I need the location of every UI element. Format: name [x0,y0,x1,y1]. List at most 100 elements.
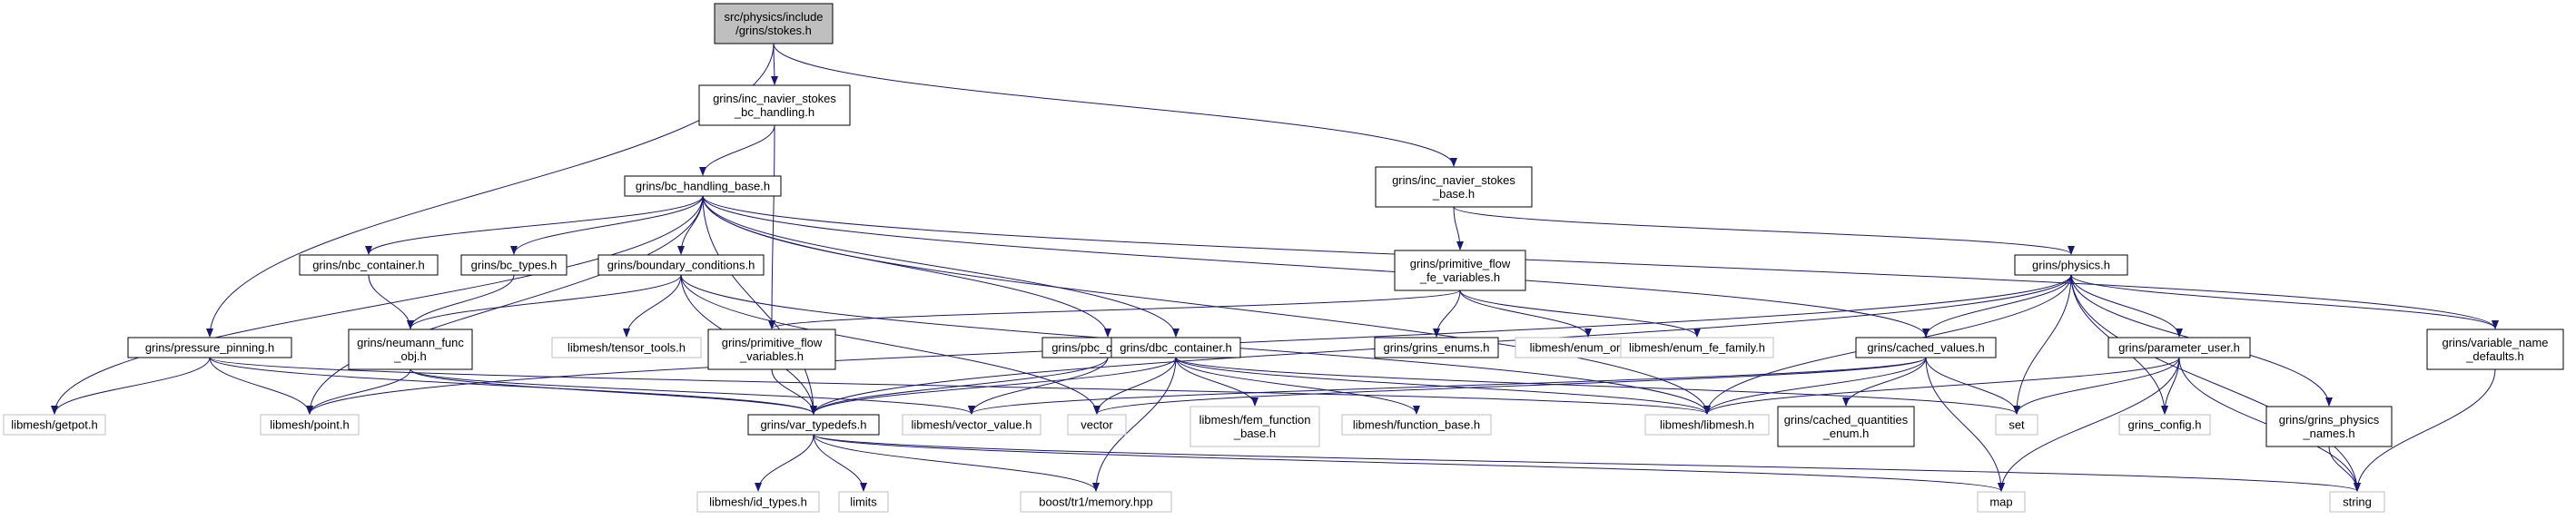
edge-neumann-to-point [306,368,411,415]
node-label: libmesh/libmesh.h [1660,418,1754,432]
node-string[interactable]: string [2329,491,2385,513]
node-pflow2[interactable]: grins/primitive_flow_variables.h [707,329,836,370]
edge-pbc-to-vartypedefs [810,357,1109,415]
node-pressure[interactable]: grins/pressure_pinning.h [127,337,292,358]
node-label: libmesh/tensor_tools.h [568,341,686,355]
node-box [2265,406,2393,447]
node-vector[interactable]: vector [1067,414,1127,436]
node-label: string [2343,495,2372,509]
node-box [1777,406,1915,447]
node-femfunc[interactable]: libmesh/fem_function_base.h [1189,406,1320,447]
node-varname[interactable]: grins/variable_name_defaults.h [2426,329,2564,370]
node-box [698,84,851,126]
node-label: vector [1081,418,1113,432]
edge-vartypedefs-to-memory [813,434,1100,492]
node-box [127,337,292,358]
node-box [1394,250,1526,291]
node-box [1995,414,2038,436]
edge-cached-to-libmesh [1703,357,1927,415]
edge-bctypes-to-neumann [407,274,515,329]
node-vartypedefs[interactable]: grins/var_typedefs.h [747,414,880,436]
node-limits[interactable]: limits [838,491,889,513]
node-libmesh[interactable]: libmesh/libmesh.h [1644,414,1770,436]
edge-pflow-to-enumfe [1459,289,1701,338]
node-boundary[interactable]: grins/boundary_conditions.h [597,254,765,276]
node-idtypes[interactable]: libmesh/id_types.h [696,491,820,513]
node-label: _defaults.h [2465,349,2524,363]
node-label: grins/var_typedefs.h [760,418,866,432]
node-point[interactable]: libmesh/point.h [260,414,360,436]
dependency-edges [51,43,2499,492]
node-param[interactable]: grins/parameter_user.h [2107,337,2251,358]
edge-physics-to-param [2070,274,2183,338]
edge-dbc-to-vartypedefs [810,357,1177,415]
node-vecval[interactable]: libmesh/vector_value.h [902,414,1041,436]
node-funcbase[interactable]: libmesh/function_base.h [1341,414,1492,436]
node-box [1020,491,1172,513]
node-physnames[interactable]: grins/grins_physics_names.h [2265,406,2393,447]
node-label: libmesh/fem_function [1199,413,1311,427]
edge-pressure-to-point [209,357,313,415]
node-map[interactable]: map [1977,491,2026,513]
node-dbc[interactable]: grins/dbc_container.h [1110,337,1241,358]
node-label: _names.h [2302,427,2354,440]
edge-neumann-to-vecval [410,368,975,415]
node-stokes[interactable]: src/physics/include/grins/stokes.h [714,3,834,44]
edge-bc_base-to-cached [702,195,1930,338]
node-getpot[interactable]: libmesh/getpot.h [3,414,106,436]
node-tensor[interactable]: libmesh/tensor_tools.h [551,337,702,358]
node-label: grins/primitive_flow [1410,257,1511,270]
node-label: libmesh/enum_fe_family.h [1629,341,1765,355]
node-box [260,414,360,436]
node-cachedq[interactable]: grins/cached_quantities_enum.h [1777,406,1915,447]
node-set[interactable]: set [1995,414,2038,436]
node-label: grins_config.h [2128,418,2202,432]
node-label: set [2008,418,2025,432]
node-box [624,175,782,197]
node-config[interactable]: grins_config.h [2118,414,2211,436]
node-label: grins/nbc_container.h [312,259,425,272]
edge-dbc-to-memory [1092,357,1177,492]
node-incns_base[interactable]: grins/inc_navier_stokes_base.h [1375,166,1533,208]
edge-pflow-to-enumorder [1459,289,1592,338]
node-box [348,329,473,370]
edge-physics-to-string [2070,274,2361,492]
node-label: grins/grins_physics [2279,413,2380,427]
edge-pbc-to-vecval [968,357,1109,415]
node-bctypes[interactable]: grins/bc_types.h [460,254,568,276]
node-label: grins/cached_values.h [1867,341,1984,355]
node-label: grins/cached_quantities [1784,413,1909,427]
edge-physics-to-varname [2070,274,2499,329]
edge-bc_base-to-nbc [365,195,704,255]
edge-param-to-set [2013,357,2180,415]
edge-dbc-to-set [1175,357,2020,415]
node-memory[interactable]: boost/tr1/memory.hpp [1020,491,1172,513]
node-label: grins/pressure_pinning.h [145,341,274,355]
node-neumann[interactable]: grins/neumann_func_obj.h [348,329,473,370]
edge-stokes-to-incns_bc [770,43,778,85]
node-label: _fe_variables.h [1419,270,1500,284]
node-label: _enum.h [1822,427,1870,440]
node-nbc[interactable]: grins/nbc_container.h [299,254,439,276]
edge-incns_bc-to-pflow2 [768,124,776,329]
node-label: _bc_handling.h [734,105,814,119]
node-label: _base.h [1432,187,1475,201]
edge-bc_base-to-varname [702,195,2499,329]
edge-cached-to-cachedq [1842,357,1927,407]
node-box [1977,491,2026,513]
node-label: boost/tr1/memory.hpp [1039,495,1152,509]
node-pflow[interactable]: grins/primitive_flow_fe_variables.h [1394,250,1526,291]
node-label: _obj.h [393,349,426,363]
node-box [1644,414,1770,436]
node-bc_base[interactable]: grins/bc_handling_base.h [624,175,782,197]
edge-incns_base-to-physics [1453,206,2075,255]
edge-boundary-to-neumann [407,274,682,329]
node-cached[interactable]: grins/cached_values.h [1855,337,1997,358]
node-enums[interactable]: grins/grins_enums.h [1374,337,1499,358]
node-incns_bc[interactable]: grins/inc_navier_stokes_bc_handling.h [698,84,851,126]
node-enumfe[interactable]: libmesh/enum_fe_family.h [1620,337,1774,358]
node-label: grins/inc_navier_stokes [1392,173,1515,187]
edge-cached-to-vecval [968,357,1927,415]
node-physics[interactable]: grins/physics.h [2014,254,2128,276]
node-label: grins/dbc_container.h [1120,341,1232,355]
